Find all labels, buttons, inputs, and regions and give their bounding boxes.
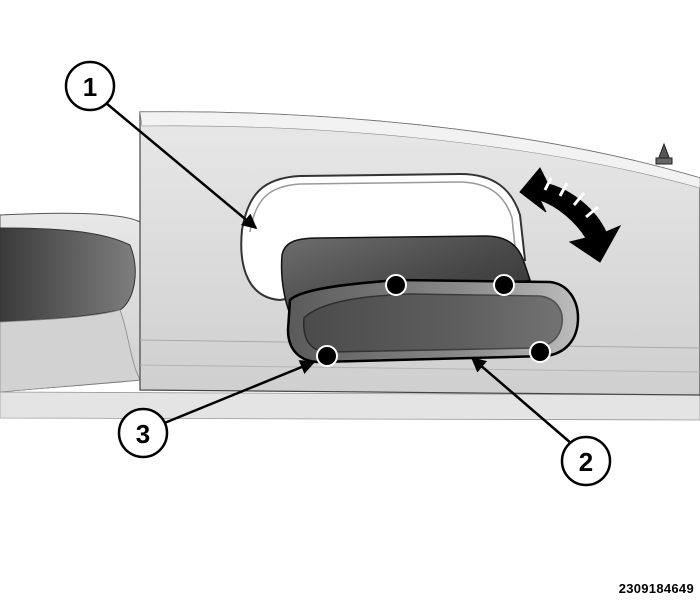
leader-line-3 (161, 360, 316, 426)
rotation-arrow-icon (519, 167, 622, 263)
clip-lower-left (316, 345, 338, 367)
callout-3: 3 (117, 407, 169, 459)
clip-lower-right (529, 341, 551, 363)
callout-1: 1 (64, 60, 116, 112)
leader-line-1 (99, 97, 258, 229)
clip-upper-left (385, 274, 407, 296)
leader-lines (99, 97, 573, 445)
callout-1-label: 1 (83, 72, 97, 102)
clip-upper-right (493, 274, 515, 296)
trim-panel-lower (0, 212, 700, 421)
figure-id: 2309184649 (618, 581, 694, 596)
callout-2: 2 (560, 435, 612, 487)
callout-2-label: 2 (579, 447, 593, 477)
mounting-clips (316, 274, 551, 367)
callout-3-label: 3 (136, 419, 150, 449)
leader-line-2 (470, 357, 573, 445)
